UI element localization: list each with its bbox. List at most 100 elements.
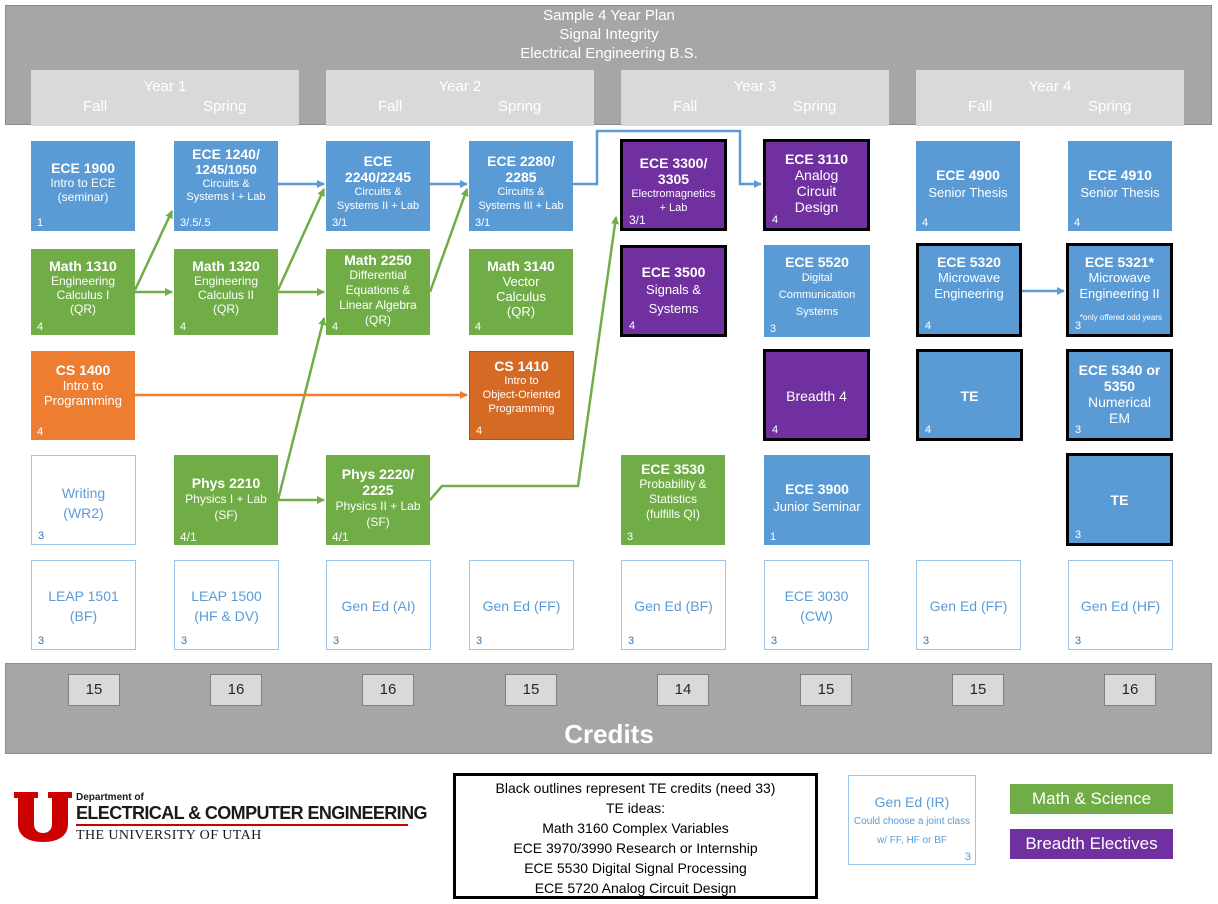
course-code: ECE 3530 <box>641 461 705 477</box>
course-code: Math 1320 <box>192 258 260 274</box>
course-ece-5320: ECE 5320 Microwave Engineering 4 <box>916 243 1022 337</box>
course-credits: 4 <box>332 321 339 333</box>
course-gened-bf: Gen Ed (BF) 3 <box>621 560 726 650</box>
course-credits: 3 <box>1075 320 1082 332</box>
course-credits: 4 <box>772 214 779 226</box>
spring-label: Spring <box>203 98 247 115</box>
course-ece-4910: ECE 4910 Senior Thesis 4 <box>1068 141 1172 231</box>
course-credits: 3 <box>38 530 45 542</box>
course-ece-3500: ECE 3500 Signals & Systems 4 <box>620 245 727 337</box>
fall-label: Fall <box>378 98 403 115</box>
credits-band <box>5 663 1212 754</box>
course-desc: Vector Calculus (QR) <box>496 274 546 319</box>
course-credits: 3/1 <box>629 213 646 227</box>
course-te-year4-spring: TE 3 <box>1066 453 1173 546</box>
course-credits: 3 <box>770 323 777 335</box>
plan-title: Sample 4 Year Plan <box>543 7 675 24</box>
year-label: Year 1 <box>143 78 187 95</box>
course-code: ECE 4900 <box>936 167 1000 183</box>
course-desc: Gen Ed (AI) <box>341 598 416 614</box>
course-credits: 3 <box>627 531 634 543</box>
course-code-2: 5350 <box>1103 378 1136 394</box>
course-code: ECE 3900 <box>785 481 849 497</box>
te-legend-line: TE ideas: <box>605 800 666 816</box>
course-desc: Intro to ECE (seminar) <box>50 176 116 204</box>
course-desc: Physics II + Lab (SF) <box>335 499 421 529</box>
course-desc: Electromagnetics + Lab <box>631 188 716 214</box>
year-4-tab: Year 4 Fall Spring <box>916 70 1184 126</box>
te-legend-line: Math 3160 Complex Variables <box>542 820 729 836</box>
credit-total-y3-spring: 15 <box>800 674 852 706</box>
te-legend: Black outlines represent TE credits (nee… <box>453 773 818 899</box>
course-code: TE <box>960 388 979 404</box>
course-te-year4-fall: TE 4 <box>916 349 1023 441</box>
course-cs-1410: CS 1410 Intro to Object-Oriented Program… <box>469 351 574 440</box>
course-breadth-4: Breadth 4 4 <box>763 349 870 441</box>
course-desc: Gen Ed (HF) <box>1080 598 1161 614</box>
course-desc: Senior Thesis <box>928 185 1008 200</box>
course-credits: 4/1 <box>332 530 349 544</box>
course-desc: Senior Thesis <box>1080 185 1160 200</box>
credit-total-y4-fall: 15 <box>952 674 1004 706</box>
course-credits: 1 <box>37 217 44 229</box>
course-code-2: 2285 <box>505 169 537 185</box>
year-1-tab: Year 1 Fall Spring <box>31 70 299 126</box>
course-code: ECE 3300/ <box>639 155 708 171</box>
course-credits: 3 <box>1075 424 1082 436</box>
course-code: ECE <box>363 153 393 169</box>
logo-dept-name: ELECTRICAL & COMPUTER ENGINEERING <box>76 803 427 823</box>
course-ece-2280: ECE 2280/ 2285 Circuits & Systems III + … <box>469 141 573 231</box>
fall-label: Fall <box>83 98 108 115</box>
course-credits: 1 <box>770 531 777 543</box>
course-credits: 4 <box>922 217 929 229</box>
course-credits: 4 <box>1074 217 1081 229</box>
course-ece-3030: ECE 3030 (CW) 3 <box>764 560 869 650</box>
course-gened-ai: Gen Ed (AI) 3 <box>326 560 431 650</box>
course-desc: Engineering Calculus I (QR) <box>50 274 116 316</box>
course-desc: ECE 3030 (CW) <box>784 588 849 624</box>
course-desc: Circuits & Systems I + Lab <box>186 178 266 203</box>
year-2-tab: Year 2 Fall Spring <box>326 70 594 126</box>
course-ece-3300: ECE 3300/ 3305 Electromagnetics + Lab 3/… <box>620 139 727 231</box>
credit-total-y2-fall: 16 <box>362 674 414 706</box>
legend-math-science: Math & Science <box>1010 784 1173 814</box>
te-legend-line: Black outlines represent TE credits (nee… <box>495 780 776 796</box>
course-leap-1500: LEAP 1500 (HF & DV) 3 <box>174 560 279 650</box>
u-logo-icon <box>14 792 72 842</box>
course-code-2: 1245/1050 <box>195 162 257 177</box>
course-desc: Differential Equations & Linear Algebra … <box>339 268 417 327</box>
course-credits: 3/.5/.5 <box>180 217 211 229</box>
course-cs-1400: CS 1400 Intro to Programming 4 <box>31 351 135 440</box>
course-ece-3110: ECE 3110 Analog Circuit Design 4 <box>763 139 870 231</box>
course-desc: Probability & Statistics (fulfills QI) <box>639 477 707 521</box>
course-credits: 4 <box>37 321 44 333</box>
course-desc: LEAP 1501 (BF) <box>48 588 119 624</box>
course-phys-2210: Phys 2210 Physics I + Lab (SF) 4/1 <box>174 455 278 545</box>
spring-label: Spring <box>498 98 542 115</box>
year-3-tab: Year 3 Fall Spring <box>621 70 889 126</box>
logo-dept-of: Department of <box>76 792 144 803</box>
course-credits: 3 <box>333 635 340 647</box>
course-credits: 4 <box>925 424 932 436</box>
course-credits: 3 <box>628 635 635 647</box>
course-desc: Microwave Engineering II <box>1079 270 1160 301</box>
arrow-phys2220-to-ece3300 <box>429 216 619 501</box>
course-code: Phys 2220/ <box>341 466 415 482</box>
university-logo: Department of ELECTRICAL & COMPUTER ENGI… <box>12 790 427 850</box>
offering-note: *only offered odd years <box>1079 313 1162 322</box>
course-writing: Writing (WR2) 3 <box>31 455 136 545</box>
plan-degree: Electrical Engineering B.S. <box>520 45 698 62</box>
course-credits: 3 <box>38 635 45 647</box>
gened-ir-credits: 3 <box>964 851 971 863</box>
course-desc: Breadth 4 <box>786 388 847 404</box>
course-ece-5340: ECE 5340 or 5350 Numerical EM 3 <box>1066 349 1173 441</box>
course-code: Phys 2210 <box>191 475 261 491</box>
course-credits: 3 <box>1075 529 1082 541</box>
spring-label: Spring <box>793 98 837 115</box>
course-credits: 4 <box>37 426 44 438</box>
course-credits: 4 <box>772 424 779 436</box>
course-code: CS 1400 <box>55 362 111 378</box>
course-desc: Circuits & Systems II + Lab <box>336 186 420 212</box>
fall-label: Fall <box>968 98 993 115</box>
